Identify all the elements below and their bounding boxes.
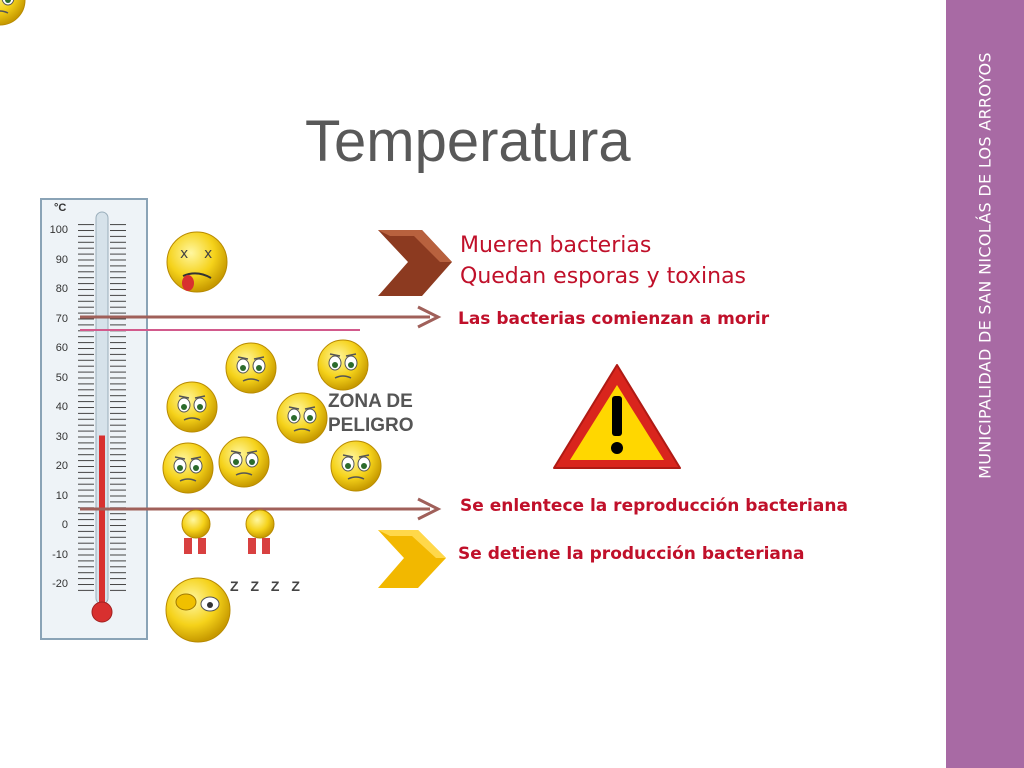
worried-bacteria-face — [0, 0, 26, 26]
scale-label: 50 — [55, 372, 68, 384]
sleep-zzz-text: Z Z Z Z — [230, 578, 304, 594]
scale-label: 40 — [55, 401, 68, 413]
worried-bacteria-face — [162, 442, 214, 494]
danger-zone-line2: PELIGRO — [328, 415, 414, 436]
scale-label: 20 — [55, 460, 68, 472]
scale-label: 70 — [55, 313, 68, 325]
scale-label: 100 — [49, 224, 68, 236]
running-bacteria-figure — [181, 509, 211, 554]
chevron-right-icon — [378, 230, 452, 296]
worried-bacteria-face — [225, 342, 277, 394]
arrow-head-70 — [417, 305, 442, 329]
scale-label: 60 — [55, 342, 68, 354]
worried-bacteria-face — [330, 440, 382, 492]
sleeping-bacteria-face — [165, 577, 231, 643]
scale-label: 80 — [55, 283, 68, 295]
scale-label: 10 — [55, 490, 68, 502]
worried-bacteria-face — [166, 381, 218, 433]
note-enlentece: Se enlentece la reproducción bacteriana — [460, 496, 848, 516]
thermometer-unit: °C — [54, 202, 67, 214]
running-bacteria-figure — [245, 509, 275, 554]
note-mueren-line1: Mueren bacterias — [460, 233, 652, 258]
danger-zone-line1: ZONA DE — [328, 391, 413, 412]
scale-label: -10 — [52, 549, 68, 561]
warning-icon — [553, 364, 681, 469]
mercury-column — [99, 435, 105, 606]
slide-title: Temperatura — [305, 109, 631, 174]
tick-ladder-right — [110, 224, 126, 594]
thermometer-graphic — [78, 211, 126, 623]
scale-label: 0 — [61, 519, 68, 531]
note-mueren-line2: Quedan esporas y toxinas — [460, 264, 747, 289]
sidebar-band — [946, 0, 1024, 768]
tick-ladder-left — [78, 224, 94, 594]
svg-text:x: x — [204, 246, 212, 262]
worried-bacteria-face — [218, 436, 270, 488]
chevron-highlight — [378, 530, 446, 558]
worried-bacteria-face — [317, 339, 369, 391]
worried-bacteria-face — [276, 392, 328, 444]
danger-zone-label: ZONA DE PELIGRO — [328, 390, 414, 438]
note-detiene: Se detiene la producción bacteriana — [458, 544, 805, 564]
dead-bacteria-face: x x — [166, 231, 228, 293]
chevron-highlight — [378, 230, 452, 262]
thermometer-panel: °C 100 90 80 70 60 50 40 30 20 10 0 -10 … — [40, 198, 148, 640]
scale-label: -20 — [52, 578, 68, 590]
svg-text:x: x — [180, 246, 188, 262]
sidebar-organization-text: MUNICIPALIDAD DE SAN NICOLÁS DE LOS ARRO… — [975, 52, 995, 479]
thermometer-bulb — [91, 601, 113, 623]
arrow-head-5 — [417, 497, 442, 521]
scale-label: 30 — [55, 431, 68, 443]
note-comienzan-morir: Las bacterias comienzan a morir — [458, 309, 770, 329]
chevron-right-icon — [378, 530, 446, 588]
scale-label: 90 — [55, 254, 68, 266]
